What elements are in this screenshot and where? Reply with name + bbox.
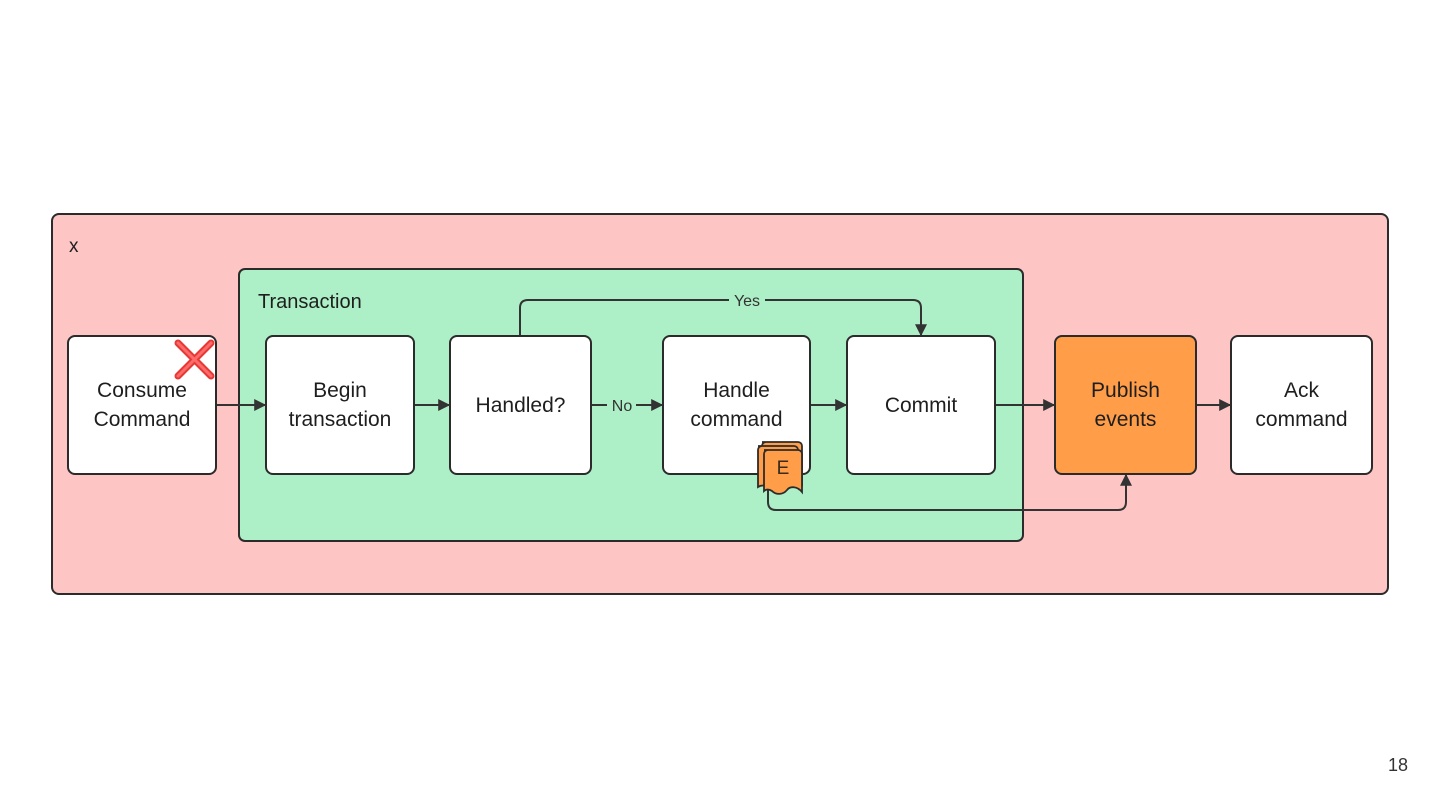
edge-label-no: No — [612, 398, 633, 415]
arrow-yes-end — [765, 299, 927, 337]
begin-transaction-line2: transaction — [288, 408, 392, 431]
publish-events-node[interactable]: Publish events — [1054, 335, 1197, 475]
handle-command-line1: Handle — [703, 379, 770, 402]
commit-node[interactable]: Commit — [846, 335, 996, 475]
event-badge-letter: E — [777, 458, 790, 479]
transaction-frame-label: Transaction — [258, 291, 362, 313]
consume-command-line1: Consume — [97, 379, 187, 402]
ack-command-line1: Ack — [1283, 379, 1319, 402]
outer-frame-label: x — [69, 236, 79, 257]
page-number: 18 — [1387, 755, 1408, 775]
arrow-events-to-publish — [767, 473, 1132, 511]
publish-events-line2: events — [1094, 408, 1157, 431]
handle-command-line2: command — [690, 408, 783, 431]
edge-label-yes: Yes — [734, 293, 760, 310]
ack-command-line2: command — [1255, 408, 1348, 431]
ack-command-node[interactable]: Ack command — [1230, 335, 1373, 475]
x-mark-icon — [174, 339, 215, 380]
arrow-yes-start — [519, 299, 729, 335]
event-stack-icon: E — [757, 441, 803, 495]
handled-decision-label: Handled? — [475, 393, 566, 417]
commit-label: Commit — [884, 393, 958, 417]
publish-events-line1: Publish — [1091, 379, 1160, 402]
consume-command-line2: Command — [93, 408, 191, 431]
begin-transaction-node[interactable]: Begin transaction — [265, 335, 415, 475]
begin-transaction-line1: Begin — [313, 379, 367, 402]
